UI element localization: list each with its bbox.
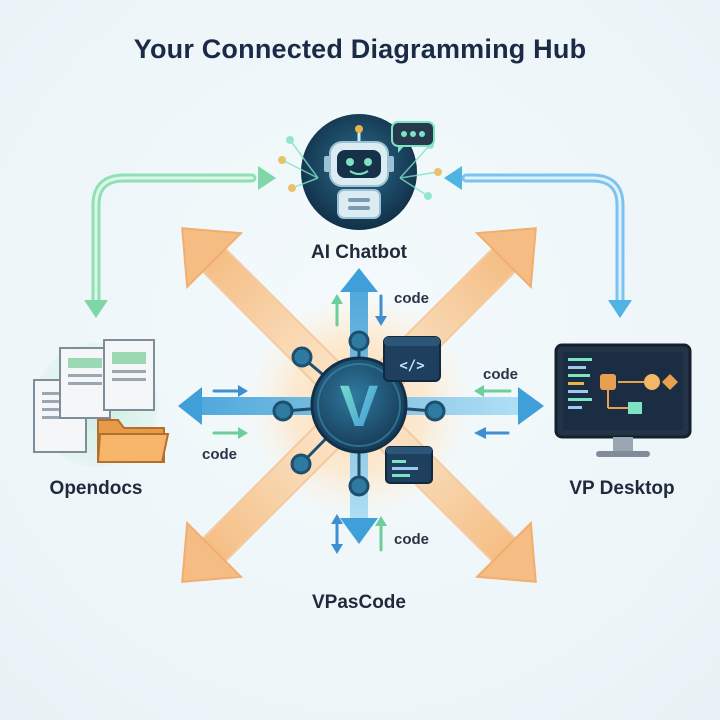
hub-logo: V: [340, 374, 379, 439]
opendocs-label: Opendocs: [49, 478, 143, 499]
chat-bubble-icon: [391, 121, 435, 153]
svg-text:</>: </>: [399, 358, 424, 374]
code-label-top: code: [394, 290, 430, 307]
code-window-icon: </>: [383, 336, 441, 382]
document-stack-icon: [33, 339, 155, 453]
small-code-arrows: [212, 294, 512, 554]
top-left-connector: [84, 166, 276, 318]
code-label-left: code: [202, 446, 238, 463]
ai-chatbot-node[interactable]: [278, 114, 442, 230]
opendocs-node[interactable]: [33, 339, 170, 467]
ai-chatbot-label: AI Chatbot: [310, 242, 408, 263]
page-title: Your Connected Diagramming Hub: [133, 34, 587, 64]
code-label-right: code: [483, 366, 519, 383]
terminal-window-icon: [385, 446, 433, 484]
hub-core: [310, 356, 408, 454]
robot-icon: [324, 125, 394, 219]
top-right-connector: [444, 166, 632, 318]
monitor-icon: [554, 343, 692, 457]
code-label-bottom: code: [394, 531, 430, 548]
vp-desktop-node[interactable]: [554, 343, 692, 457]
folder-icon: [96, 419, 170, 463]
vp-desktop-label: VP Desktop: [569, 478, 675, 499]
vpascode-label: VPasCode: [312, 592, 406, 613]
